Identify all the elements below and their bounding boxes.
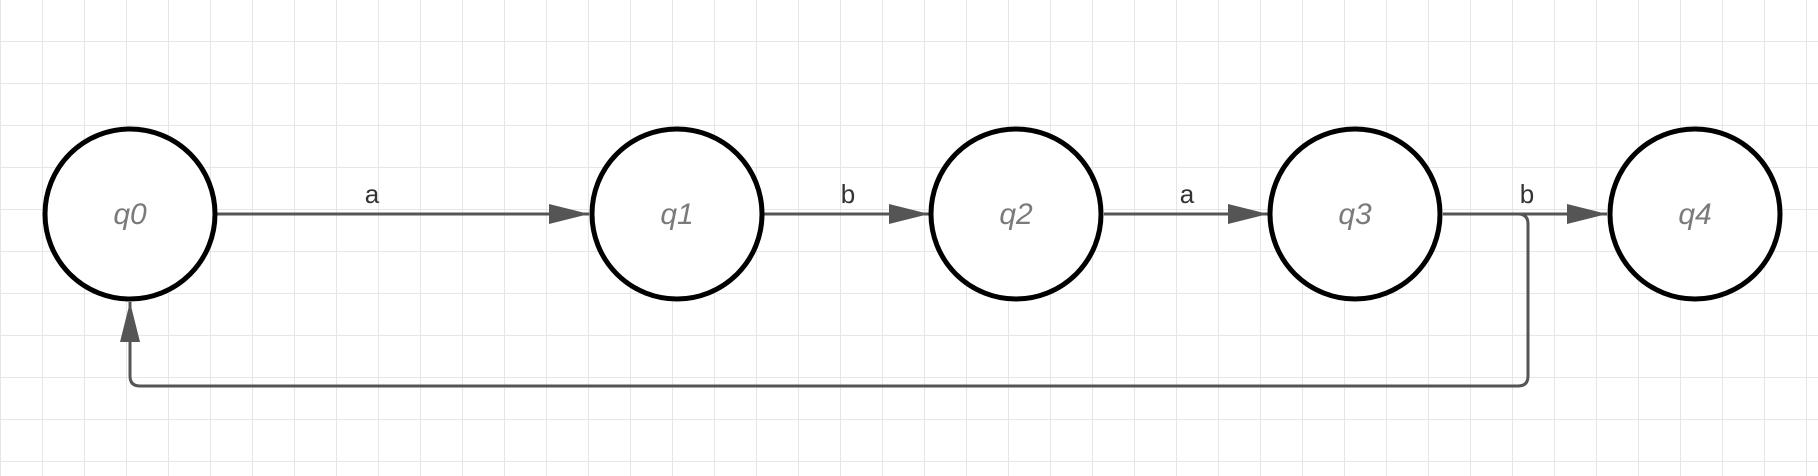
state-q3-label: q3 xyxy=(1338,198,1372,231)
edge-labels: a b a b xyxy=(365,179,1534,209)
edge-q3-q0[interactable] xyxy=(120,212,1530,388)
state-q1-circle[interactable] xyxy=(589,126,765,302)
state-q4-label: q4 xyxy=(1678,198,1711,231)
edge-label-q3-q4: b xyxy=(1520,179,1534,209)
state-q0-circle[interactable] xyxy=(42,126,218,302)
state-q0[interactable]: q0 xyxy=(42,126,218,302)
state-q2-label: q2 xyxy=(999,198,1033,231)
edge-label-q0-q1: a xyxy=(365,179,380,209)
state-q4-circle[interactable] xyxy=(1607,126,1783,302)
state-q4[interactable]: q4 xyxy=(1607,126,1783,302)
state-q1[interactable]: q1 xyxy=(589,126,765,302)
state-q3-circle[interactable] xyxy=(1267,126,1443,302)
state-q2-circle[interactable] xyxy=(928,126,1104,302)
state-q3[interactable]: q3 xyxy=(1267,126,1443,302)
transitions xyxy=(120,204,1607,388)
state-q1-label: q1 xyxy=(660,198,693,231)
edge-label-q2-q3: a xyxy=(1180,179,1195,209)
state-q0-label: q0 xyxy=(113,198,147,231)
edge-label-q1-q2: b xyxy=(841,179,855,209)
state-q2[interactable]: q2 xyxy=(928,126,1104,302)
